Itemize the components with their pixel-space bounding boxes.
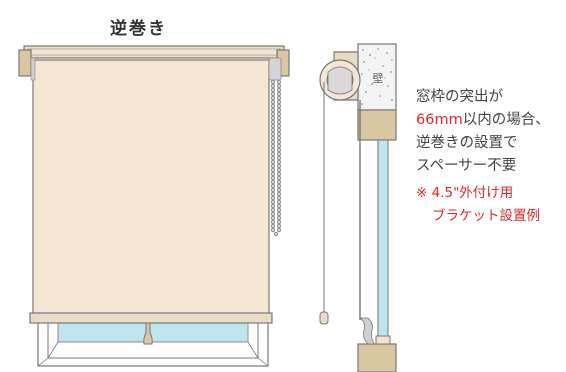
note-line-1: 窓枠の突出が xyxy=(416,89,503,105)
note-line-2-rest: 以内の場合、 xyxy=(462,112,550,128)
note-line-4: スペーサー不要 xyxy=(416,158,517,174)
bottom-bar xyxy=(29,312,273,324)
note-line-2: 66mm以内の場合、 xyxy=(416,109,550,132)
side-view: 壁 xyxy=(319,43,397,372)
bead-chain xyxy=(270,79,282,237)
left-bracket xyxy=(18,49,32,77)
diagram-title: 逆巻き xyxy=(110,19,167,39)
pull-handle xyxy=(143,322,153,345)
side-glass xyxy=(377,139,389,341)
frame-top xyxy=(357,109,397,141)
frame-bottom xyxy=(357,343,397,372)
note-line-5: ※ 4.5"外付け用 xyxy=(416,185,514,201)
bottom-bar-side xyxy=(358,317,375,345)
cord-weight xyxy=(319,311,329,325)
wall-label: 壁 xyxy=(373,71,384,85)
wall-block xyxy=(357,43,397,111)
shade-fabric xyxy=(32,59,270,316)
head-rail-front xyxy=(27,48,281,56)
front-view xyxy=(18,45,290,367)
protrusion-value: 66mm xyxy=(416,112,463,128)
note-line-6: ブラケット設置例 xyxy=(432,208,540,224)
note-line-3: 逆巻きの設置で xyxy=(416,135,518,151)
